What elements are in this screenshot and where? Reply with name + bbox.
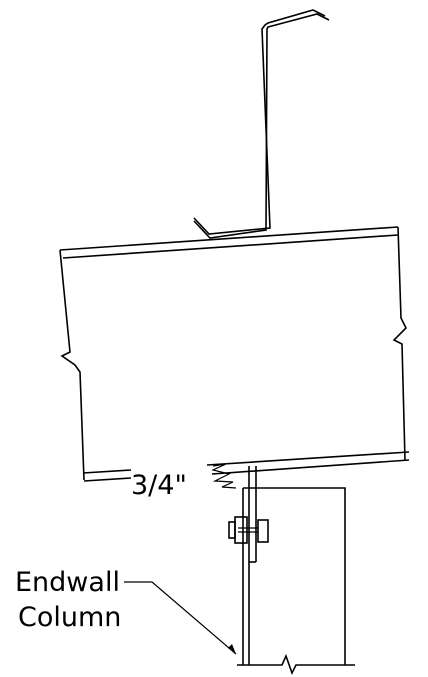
clip-angle (248, 466, 257, 563)
gap-dimension-marker (211, 463, 237, 489)
top-flange-upper (59, 226, 399, 251)
bolt-head (234, 516, 248, 544)
bottom-flange-lower-left (83, 477, 132, 482)
left-break (59, 249, 85, 481)
column-bottom-break (237, 653, 355, 676)
callout-leader (124, 581, 237, 655)
nut (257, 519, 269, 543)
bottom-flange-upper-right (206, 451, 410, 466)
bolt-tail (228, 521, 236, 539)
dimension-label: 3/4" (131, 470, 187, 501)
bolt-assembly (228, 516, 269, 544)
right-break (392, 226, 407, 461)
rafter-beam (59, 226, 410, 482)
top-flange-lower (62, 234, 399, 259)
z-purlin (193, 9, 330, 239)
bottom-flange-upper-left (82, 469, 132, 474)
endwall-column (237, 487, 355, 676)
callout-label-line2: Column (18, 602, 121, 633)
bottom-flange-lower-right (211, 459, 410, 475)
callout-label-line1: Endwall (15, 567, 120, 598)
